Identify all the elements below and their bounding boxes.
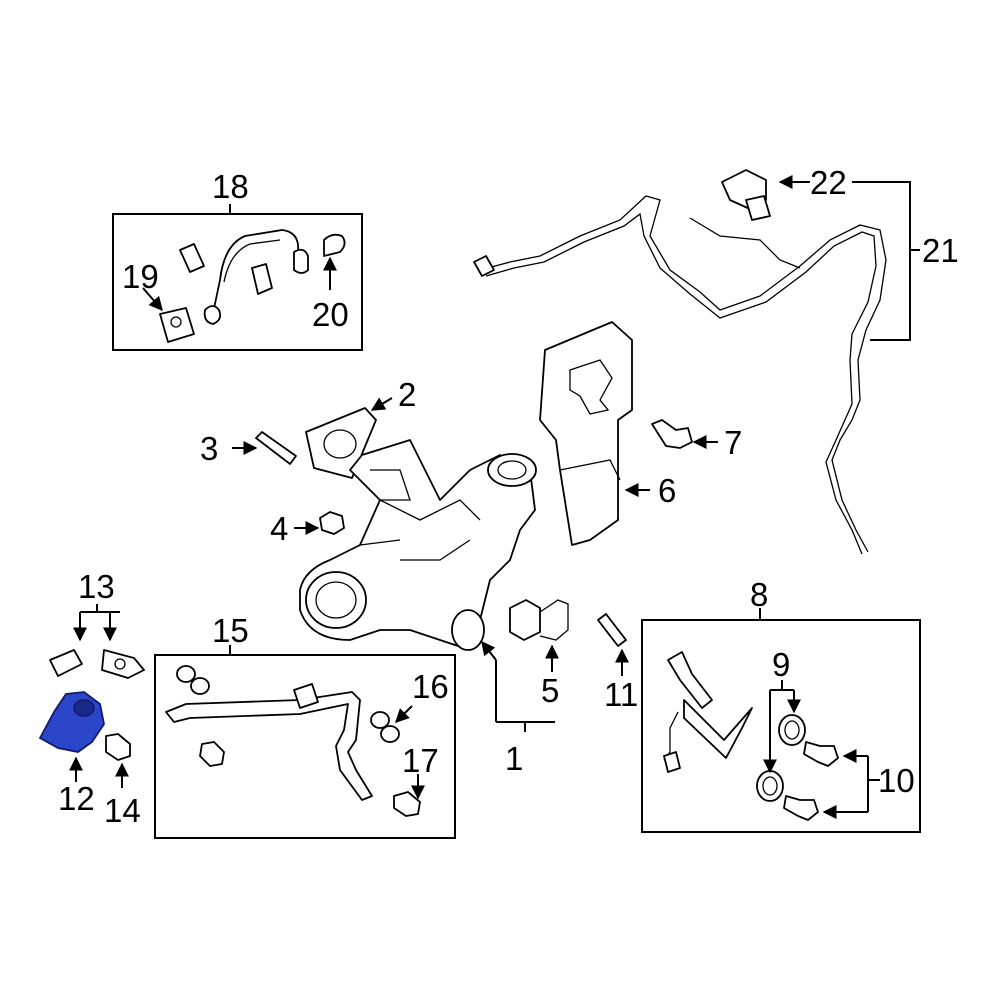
- bolt-15-icon: [199, 741, 225, 767]
- callout-2: 2: [398, 376, 416, 413]
- gasket-13a-icon: [49, 649, 83, 677]
- callout-4: 4: [270, 510, 288, 547]
- callout-13: 13: [78, 568, 115, 605]
- callout-3: 3: [200, 430, 218, 467]
- callout-1: 1: [505, 740, 523, 777]
- plug-20-icon: [323, 233, 346, 257]
- callout-14: 14: [104, 792, 141, 829]
- callout-9: 9: [772, 646, 790, 683]
- bolt-14-icon: [105, 733, 131, 761]
- callout-22: 22: [810, 164, 847, 201]
- washer-19-icon: [159, 307, 195, 343]
- callout-17: 17: [402, 742, 439, 779]
- vacuum-harness-group: [473, 169, 920, 555]
- callout-7: 7: [724, 424, 742, 461]
- oil-feed-tube-group: [112, 204, 363, 351]
- heat-shield-group: [539, 321, 718, 546]
- stud-3-icon: [255, 431, 297, 465]
- harness-21-icon: [479, 195, 887, 553]
- oil-return-tube: [165, 691, 373, 801]
- box-15: [154, 654, 456, 839]
- bolt-7-icon: [651, 419, 693, 449]
- egr-adapter-12-highlighted: [38, 691, 105, 753]
- callout-19: 19: [122, 258, 159, 295]
- callout-15: 15: [212, 612, 249, 649]
- nut-4-icon: [319, 511, 345, 535]
- stud-11-icon: [597, 613, 627, 647]
- bolt-10a-icon: [803, 741, 839, 767]
- callout-16: 16: [412, 668, 449, 705]
- egr-gasket-group: [38, 604, 145, 788]
- callout-12: 12: [58, 780, 95, 817]
- gasket-stud-nut-group: [232, 397, 393, 535]
- callout-labels: 1 2 3 4 5 6 7 8 9 10 11 12 13 14 15 16 1…: [58, 164, 959, 829]
- valve-5-icon: [509, 599, 541, 641]
- oil-return-tube-group: [154, 645, 456, 839]
- callout-11: 11: [604, 676, 638, 713]
- box-18: [112, 213, 363, 351]
- washer-16-icon: [370, 711, 390, 729]
- valve-stud-group: [509, 599, 629, 676]
- callout-5: 5: [541, 672, 559, 709]
- callout-18: 18: [212, 168, 249, 205]
- coolant-tube-group: [641, 608, 921, 833]
- gasket-13b-icon: [101, 649, 145, 679]
- o-ring-9b-icon: [756, 770, 784, 802]
- bolt-17-icon: [393, 791, 421, 817]
- heat-shield-6-icon: [539, 321, 633, 546]
- callout-20: 20: [312, 296, 349, 333]
- callout-10: 10: [878, 762, 915, 799]
- box-8: [641, 619, 921, 833]
- callout-8: 8: [750, 576, 768, 613]
- callout-6: 6: [658, 472, 676, 509]
- bolt-10b-icon: [783, 795, 819, 821]
- callout-21: 21: [922, 232, 959, 269]
- o-ring-9a-icon: [778, 714, 806, 746]
- fitting-icon: [179, 243, 205, 273]
- turbocharger-assembly: [299, 439, 555, 732]
